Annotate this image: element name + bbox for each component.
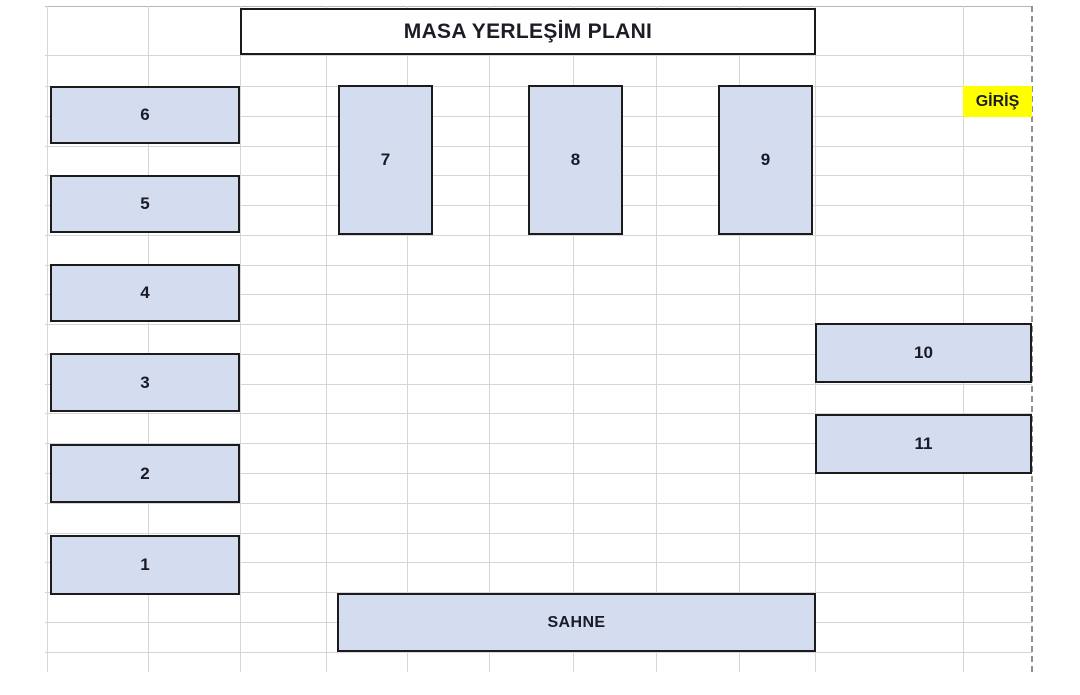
plan-title-box: MASA YERLEŞİM PLANI	[240, 8, 816, 55]
gridline-column	[326, 6, 327, 672]
table-2[interactable]: 2	[50, 444, 240, 503]
page-break-dashed-line	[1031, 6, 1033, 672]
table-1[interactable]: 1	[50, 535, 240, 595]
gridline-row	[45, 235, 1032, 236]
table-number: 1	[140, 555, 150, 574]
gridline-row	[45, 473, 1032, 474]
table-number: 4	[140, 283, 150, 302]
gridline-row	[45, 652, 1032, 653]
stage-label: SAHNE	[547, 613, 606, 631]
gridline-column	[47, 6, 48, 672]
table-number: 10	[914, 343, 933, 362]
stage-box[interactable]: SAHNE	[337, 593, 816, 652]
gridline-row	[45, 354, 1032, 355]
table-number: 3	[140, 372, 150, 392]
gridline-row	[45, 6, 1032, 7]
table-3[interactable]: 3	[50, 353, 240, 412]
gridline-row	[45, 294, 1032, 295]
gridline-row	[45, 384, 1032, 385]
gridline-row	[45, 265, 1032, 266]
table-number: 11	[914, 434, 933, 453]
table-7[interactable]: 7	[338, 85, 433, 235]
gridline-row	[45, 562, 1032, 563]
gridline-row	[45, 55, 1032, 56]
table-6[interactable]: 6	[50, 86, 240, 144]
table-9[interactable]: 9	[718, 85, 813, 235]
gridline-column	[656, 6, 657, 672]
entrance-label: GİRİŞ	[975, 92, 1020, 110]
gridline-column	[739, 6, 740, 672]
table-4[interactable]: 4	[50, 264, 240, 322]
table-8[interactable]: 8	[528, 85, 623, 235]
table-10[interactable]: 10	[815, 323, 1032, 383]
table-5[interactable]: 5	[50, 175, 240, 233]
gridline-row	[45, 592, 1032, 593]
gridline-row	[45, 324, 1032, 325]
gridline-row	[45, 503, 1032, 504]
table-number: 6	[140, 105, 150, 124]
gridline-row	[45, 533, 1032, 534]
table-number: 5	[140, 194, 150, 213]
gridline-row	[45, 443, 1032, 444]
table-number: 8	[570, 150, 581, 169]
table-11[interactable]: 11	[815, 414, 1032, 474]
table-number: 2	[140, 463, 150, 483]
gridline-column	[573, 6, 574, 672]
gridline-column	[148, 6, 149, 672]
gridline-column	[240, 6, 241, 672]
gridline-column	[407, 6, 408, 672]
entrance-cell[interactable]: GİRİŞ	[963, 86, 1032, 117]
table-number: 7	[380, 150, 391, 169]
plan-title: MASA YERLEŞİM PLANI	[403, 19, 653, 43]
gridline-row	[45, 413, 1032, 414]
table-number: 9	[760, 150, 771, 169]
gridline-column	[489, 6, 490, 672]
